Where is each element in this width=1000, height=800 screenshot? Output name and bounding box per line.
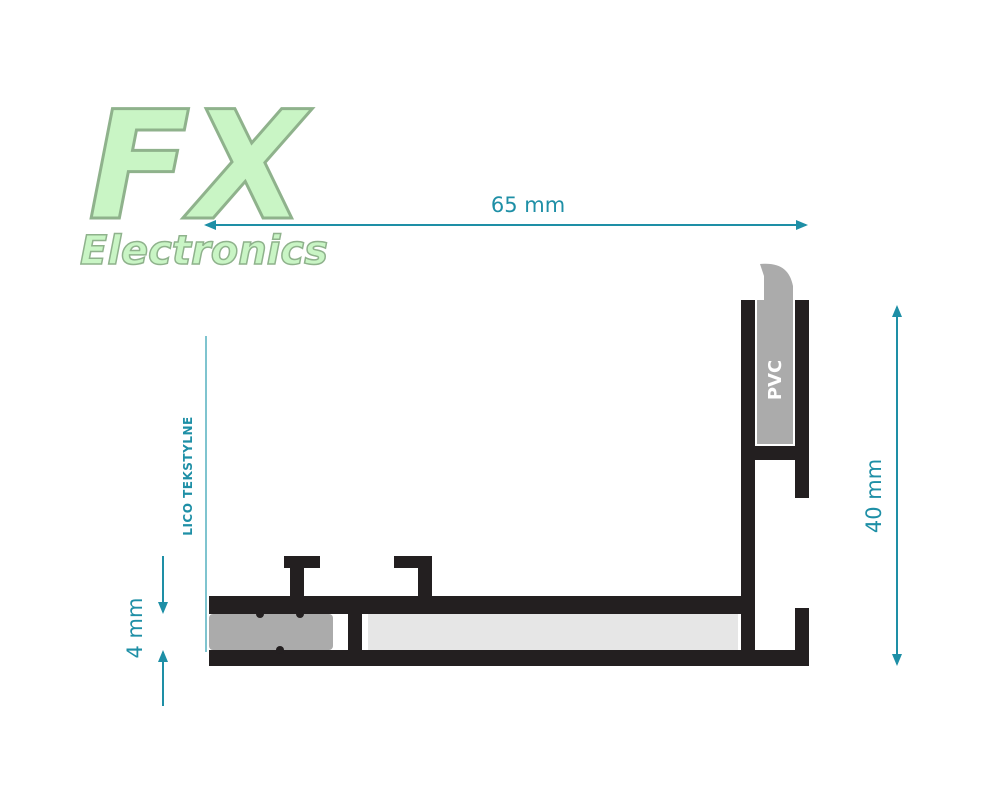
pvc-insert [757,263,793,444]
height-dimension: 40 mm [862,305,902,666]
profile-inner-divider [348,614,362,650]
insert-tooth-2 [296,610,304,618]
depth-dimension-label: 4 mm [123,598,147,659]
width-dimension: 65 mm [204,193,808,230]
depth-dimension: 4 mm [123,556,168,706]
fabric-face: LICO TEKSTYLNE [181,336,207,652]
hook-2-top [394,556,432,568]
light-channel [368,614,738,650]
profile-vertical-wall [741,300,755,666]
logo-fx-text: FX [88,80,312,254]
pvc-channel-lower-leg [795,446,809,498]
aluminium-profile: PVC [209,263,809,666]
fabric-face-label: LICO TEKSTYLNE [181,416,195,535]
fx-electronics-logo: FX Electronics [79,79,328,275]
bottom-clip-leg [795,608,809,666]
logo-subtitle-text: Electronics [80,228,328,274]
fabric-gray-insert [209,614,333,650]
insert-tooth-3 [276,646,284,654]
height-dimension-label: 40 mm [862,459,886,533]
profile-top-wall [209,596,755,614]
insert-tooth-1 [256,610,264,618]
pvc-insert-label: PVC [765,360,786,400]
width-dimension-label: 65 mm [491,193,565,217]
profile-bottom-wall [209,650,809,666]
pvc-channel-right-wall [795,300,809,460]
pvc-channel-bottom [741,446,809,460]
hook-1-top [284,556,320,568]
